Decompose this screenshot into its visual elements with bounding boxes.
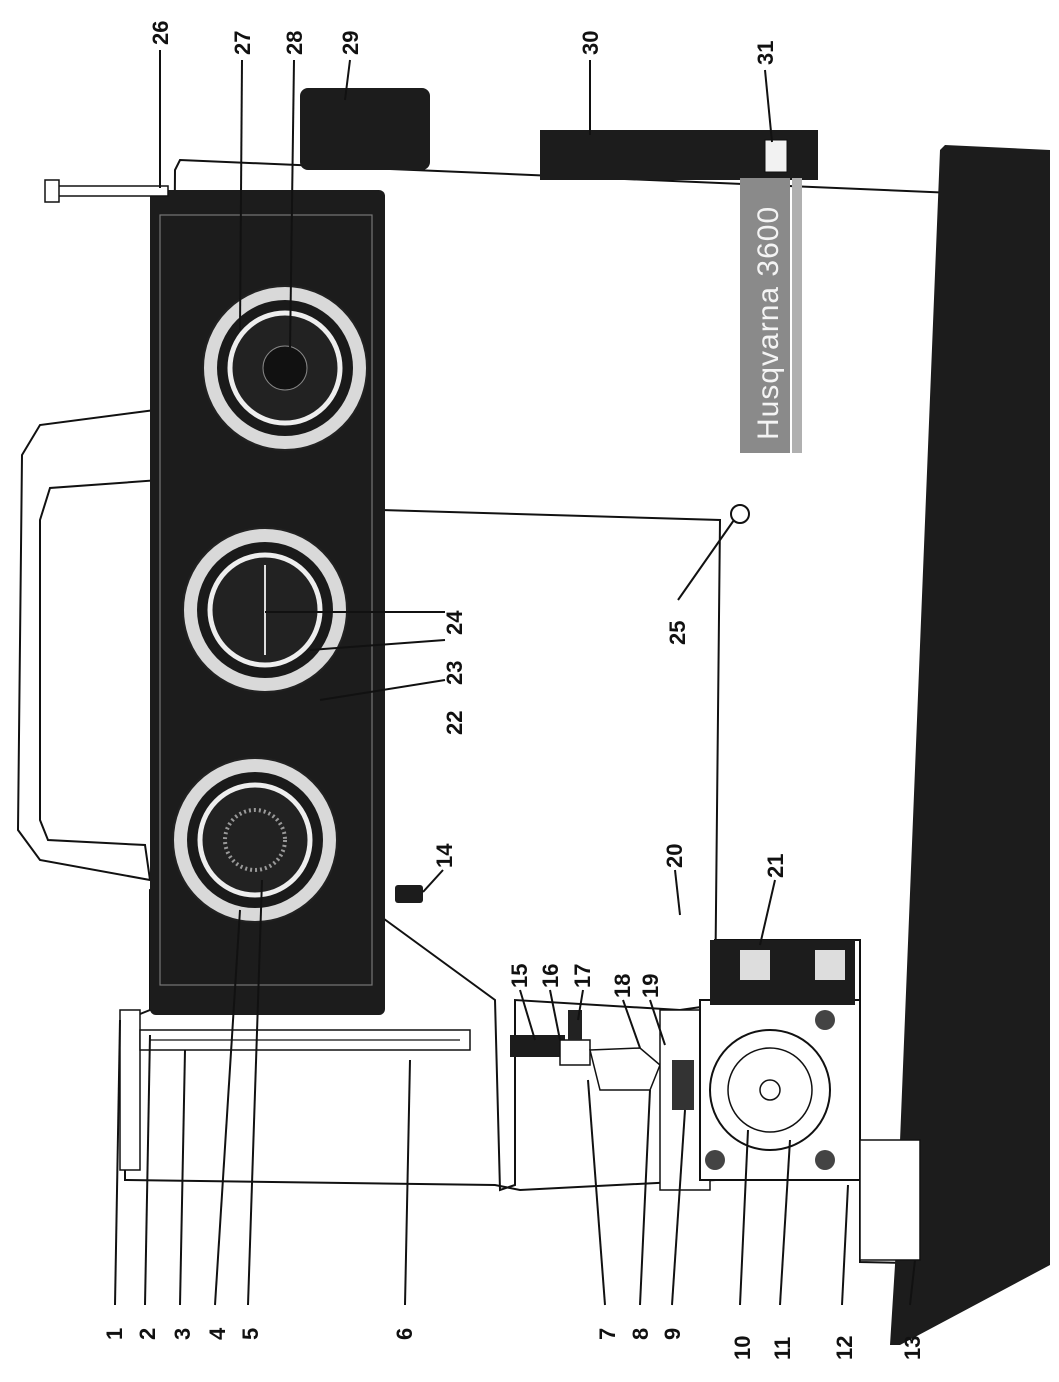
label-14: 14: [432, 843, 457, 868]
bobbin-cover: [699, 999, 861, 1181]
label-12: 12: [832, 1336, 857, 1360]
dial-top: [202, 285, 368, 451]
leader-lines: [114, 50, 916, 1306]
label-20: 20: [662, 844, 687, 868]
label-25: 25: [665, 621, 690, 645]
part-labels: 1 2 3 4 5 6 7 8 9 10 11 12 13 14 15 16 1…: [102, 21, 925, 1360]
handwheel-top: [300, 88, 430, 170]
label-21: 21: [763, 854, 788, 878]
label-31: 31: [753, 41, 778, 65]
label-28: 28: [282, 31, 307, 55]
base-bed: [890, 145, 1050, 1345]
spool-pin: [44, 179, 169, 203]
label-11: 11: [770, 1337, 795, 1360]
label-29: 29: [338, 31, 363, 55]
label-6: 6: [392, 1328, 417, 1340]
stitch-indicator: [710, 940, 855, 1005]
dial-bottom: [172, 757, 338, 923]
label-16: 16: [538, 964, 563, 988]
needle-assembly: [510, 1010, 661, 1091]
dial-middle: [182, 527, 348, 693]
label-30: 30: [578, 31, 603, 55]
label-4: 4: [205, 1327, 230, 1340]
lever-14: [395, 885, 423, 903]
label-2: 2: [135, 1328, 160, 1340]
label-15: 15: [507, 964, 532, 988]
switch-31: [764, 139, 788, 173]
brand-stripe: Husqvarna 3600: [740, 178, 802, 453]
label-5: 5: [238, 1328, 263, 1340]
label-22: 22: [442, 711, 467, 735]
label-9: 9: [660, 1328, 685, 1340]
label-3: 3: [170, 1328, 195, 1340]
label-26: 26: [148, 21, 173, 45]
label-24: 24: [442, 610, 467, 635]
free-arm-plate: [859, 1139, 921, 1261]
label-8: 8: [628, 1328, 653, 1340]
thread-take-up: [119, 1009, 471, 1171]
carrying-handle: [16, 408, 162, 882]
label-13: 13: [900, 1336, 925, 1360]
label-27: 27: [230, 31, 255, 55]
label-7: 7: [595, 1328, 620, 1340]
label-1: 1: [102, 1328, 127, 1340]
brand-text: Husqvarna 3600: [752, 206, 785, 440]
label-17: 17: [570, 964, 595, 988]
label-18: 18: [610, 974, 635, 998]
label-23: 23: [442, 661, 467, 685]
label-10: 10: [730, 1336, 755, 1360]
screw-25: [730, 504, 750, 524]
label-19: 19: [638, 974, 663, 998]
